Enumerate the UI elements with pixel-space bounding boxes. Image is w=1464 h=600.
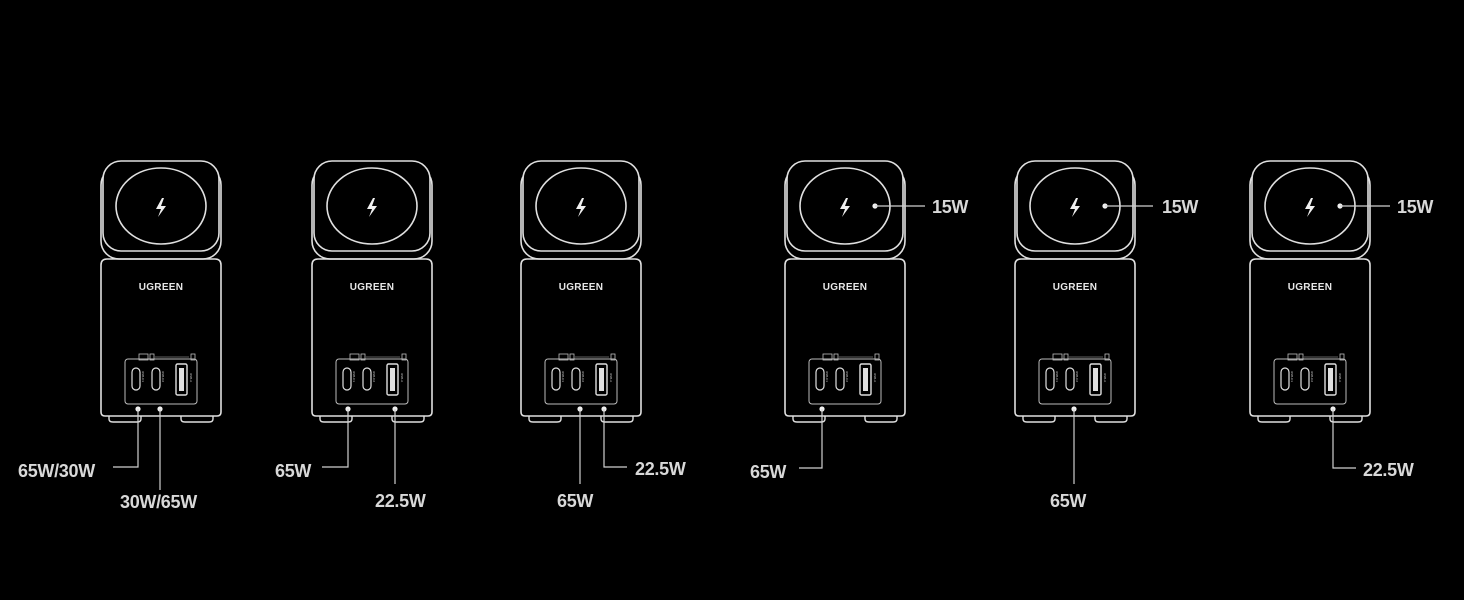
wattage-label: 30W/65W	[120, 492, 197, 512]
port-marking: USB-C2	[372, 371, 376, 382]
wattage-label: 22.5W	[635, 459, 686, 479]
brand-logo: UGREEN	[1287, 282, 1333, 293]
port-marking: USB-A	[189, 373, 193, 382]
brand-logo: UGREEN	[1052, 282, 1098, 293]
brand-logo: UGREEN	[349, 282, 395, 293]
callout-lines	[113, 203, 1390, 490]
leader-line	[799, 409, 823, 469]
port-marking: USB-A	[1103, 373, 1107, 382]
wattage-label: 65W	[750, 462, 787, 482]
port-marking: USB-C2	[845, 371, 849, 382]
port-marking: USB-A	[1338, 373, 1342, 382]
port-marking: USB-C1	[561, 371, 565, 382]
port-marking: USB-C1	[352, 371, 356, 382]
port-marking: USB-C2	[581, 371, 585, 382]
wattage-label: 65W	[1050, 491, 1087, 511]
port-marking: USB-C1	[141, 371, 145, 382]
wattage-label: 22.5W	[1363, 460, 1414, 480]
wattage-label: 15W	[1397, 197, 1434, 217]
charger-devices: USB-C1 USB-C2 USB-A USB-C1 USB-C2 USB-A USB-C1…	[100, 160, 1371, 423]
port-marking: USB-C2	[1310, 371, 1314, 382]
wattage-label: 15W	[1162, 197, 1199, 217]
port-marking: USB-C2	[1075, 371, 1079, 382]
wattage-label: 15W	[932, 197, 969, 217]
port-marking: USB-A	[609, 373, 613, 382]
wattage-label: 65W	[557, 491, 594, 511]
brand-logo: UGREEN	[822, 282, 868, 293]
leader-line	[603, 409, 627, 468]
brand-logo: UGREEN	[558, 282, 604, 293]
port-marking: USB-A	[400, 373, 404, 382]
port-marking: USB-A	[873, 373, 877, 382]
wattage-label: 65W/30W	[18, 461, 95, 481]
leader-line	[113, 409, 139, 468]
brand-logo: UGREEN	[138, 282, 184, 293]
port-marking: USB-C1	[825, 371, 829, 382]
leader-line	[1332, 409, 1356, 469]
wattage-label: 65W	[275, 461, 312, 481]
port-marking: USB-C1	[1290, 371, 1294, 382]
port-marking: USB-C1	[1055, 371, 1059, 382]
leader-line	[322, 409, 349, 468]
wattage-label: 22.5W	[375, 491, 426, 511]
port-marking: USB-C2	[161, 371, 165, 382]
